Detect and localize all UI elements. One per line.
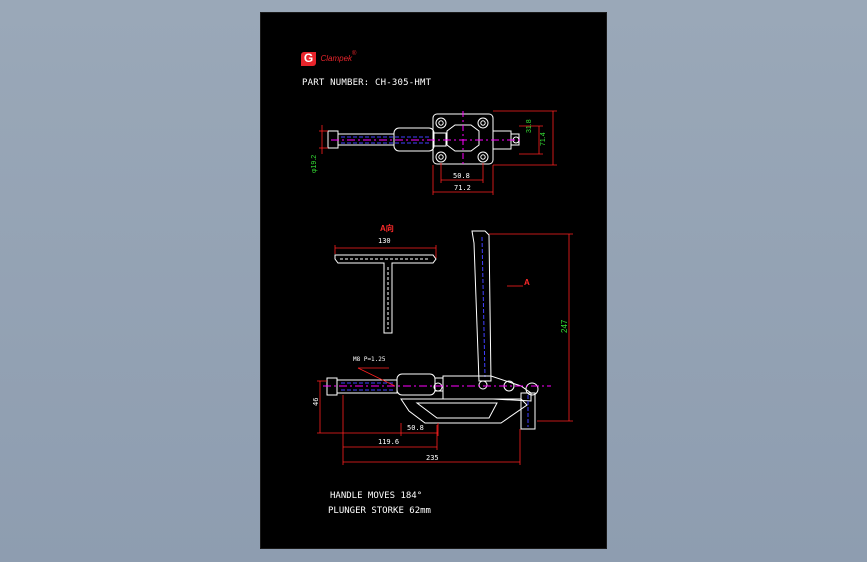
dim-side-hole-spacing: 50.8 xyxy=(407,424,424,432)
brand-mark: G xyxy=(301,51,316,66)
top-view-dimensions xyxy=(319,110,557,195)
handle-view xyxy=(334,254,437,334)
thread-callout: M8 P=1.25 xyxy=(353,356,386,363)
dim-top-height: 31.8 xyxy=(526,119,533,133)
dim-top-hole-spacing: 50.8 xyxy=(453,172,470,180)
section-label-a: A向 xyxy=(380,224,394,233)
dim-top-diameter: φ19.2 xyxy=(311,154,318,173)
dim-top-base-width: 71.2 xyxy=(454,184,471,192)
note-handle-moves: HANDLE MOVES 184° xyxy=(330,491,423,501)
dim-side-base-height: 46 xyxy=(312,397,320,406)
dim-side-height: 247 xyxy=(560,319,569,333)
handle-lever xyxy=(471,230,492,382)
brand-name: Clampek xyxy=(320,53,353,63)
dim-side-total-length: 235 xyxy=(426,454,439,462)
side-view xyxy=(323,230,551,430)
dim-side-body: 119.6 xyxy=(378,438,400,446)
dim-handle-width: 130 xyxy=(378,237,391,245)
dim-top-total-height: 71.4 xyxy=(540,132,547,146)
brand-logo: G Clampek® xyxy=(301,51,356,67)
drawing-sheet: G Clampek® PART NUMBER: CH-305-HMT 31.8 … xyxy=(261,13,606,548)
note-plunger-stroke: PLUNGER STORKE 62mm xyxy=(328,506,431,516)
view-arrow-a: A xyxy=(524,278,530,287)
part-number: PART NUMBER: CH-305-HMT xyxy=(302,78,432,88)
handle-view-dimensions xyxy=(334,245,437,258)
side-view-dimensions xyxy=(317,233,573,465)
top-view xyxy=(327,111,523,167)
drawing-canvas xyxy=(317,110,573,465)
